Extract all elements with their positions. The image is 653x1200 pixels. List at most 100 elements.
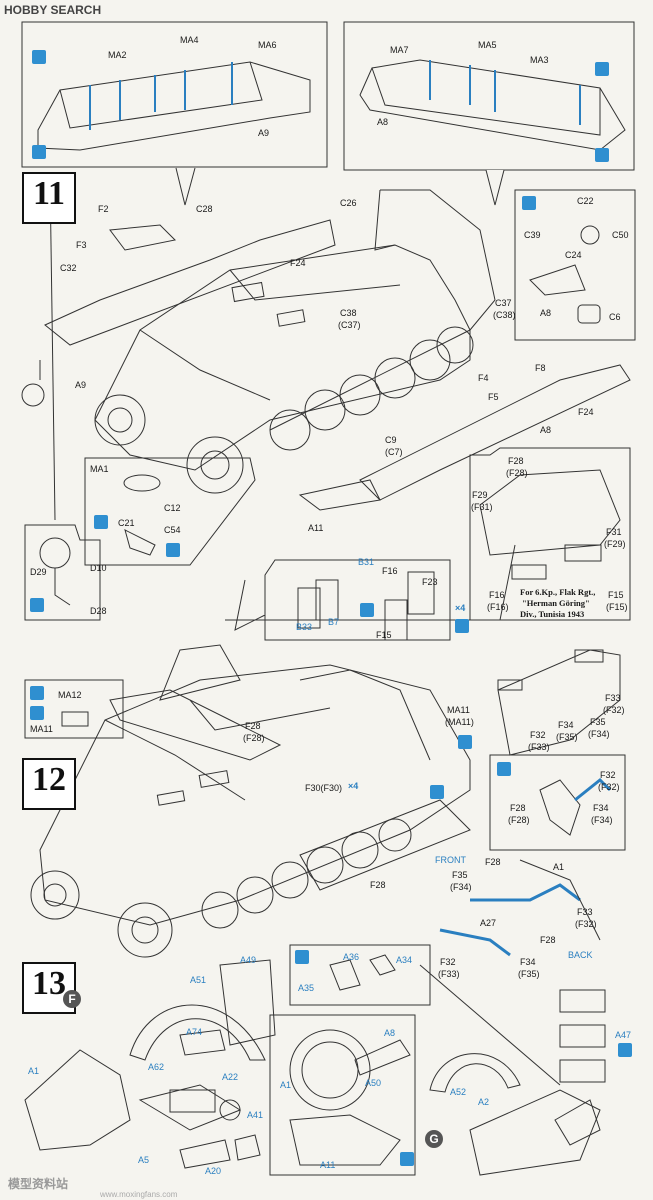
label-f33-front-alt: (F32) — [575, 919, 597, 929]
panel-inset-ma12 — [24, 679, 124, 739]
label-a51: A51 — [190, 975, 207, 985]
label-f31-alt: (F29) — [604, 539, 626, 549]
arrows-top-left — [89, 62, 233, 130]
label-a5: A5 — [138, 1155, 150, 1165]
note-line-3: Div., Tunisia 1943 — [520, 609, 585, 619]
decal-icon — [618, 1043, 632, 1057]
label-a27: A27 — [480, 918, 497, 928]
label-f4: F4 — [478, 373, 489, 383]
label-d10: D10 — [90, 563, 107, 573]
label-ma2: MA2 — [108, 50, 127, 60]
step-number-12: 12 — [22, 758, 76, 810]
label-f16-b: F16 — [382, 566, 398, 576]
marker-g: G — [425, 1130, 443, 1148]
label-ma11-step12: MA11 — [447, 705, 470, 715]
paint-brush-icon — [455, 619, 469, 633]
label-f32-back: F32 — [440, 957, 456, 967]
label-a1-front: A1 — [553, 862, 565, 872]
vehicle-step11 — [94, 189, 496, 494]
label-a52: A52 — [450, 1087, 467, 1097]
label-a41: A41 — [247, 1110, 264, 1120]
hull-side-left — [37, 61, 311, 151]
paint-brush-icon — [595, 148, 609, 162]
label-f34-inset-alt: (F34) — [591, 815, 613, 825]
note-line-1: For 6.Kp., Flak Rgt., — [520, 587, 596, 597]
label-f33-alt: (F32) — [603, 705, 625, 715]
glue-drop-icon — [458, 735, 472, 749]
label-c37: C37 — [495, 298, 512, 308]
label-f29: F29 — [472, 490, 488, 500]
label-f5: F5 — [488, 392, 499, 402]
label-c37-alt: (C38) — [493, 310, 516, 320]
label-c9-alt: (C7) — [385, 447, 403, 457]
label-a62: A62 — [148, 1062, 165, 1072]
label-f32-back-alt: (F33) — [438, 969, 460, 979]
label-f3: F3 — [76, 240, 87, 250]
panel-inset-ma1 — [84, 457, 256, 566]
label-f32-inset: F32 — [600, 770, 616, 780]
label-a20: A20 — [205, 1166, 222, 1176]
panel-inset-f32 — [489, 754, 626, 851]
label-f28-back: F28 — [540, 935, 556, 945]
label-f15: F15 — [608, 590, 624, 600]
toolbox-f2 — [109, 224, 177, 251]
label-f16-alt: (F16) — [487, 602, 509, 612]
label-f28-top: F28 — [508, 456, 524, 466]
label-f28-inset-alt: (F28) — [508, 815, 530, 825]
label-c38-alt: (C37) — [338, 320, 361, 330]
paint-brush-icon — [166, 543, 180, 557]
label-f15-alt: (F15) — [606, 602, 628, 612]
label-f32-alt: (F33) — [528, 742, 550, 752]
glue-drop-icon — [595, 62, 609, 76]
label-a22: A22 — [222, 1072, 239, 1082]
label-f34-back-alt: (F35) — [518, 969, 540, 979]
label-a36: A36 — [343, 952, 360, 962]
label-ma11-step12-alt: (MA11) — [445, 717, 474, 727]
panel-top-left — [21, 21, 328, 168]
label-ma6: MA6 — [258, 40, 277, 50]
label-c38: C38 — [340, 308, 357, 318]
label-a11-step13: A11 — [320, 1160, 336, 1170]
label-a8-step11: A8 — [540, 425, 552, 435]
label-a8-step13: A8 — [384, 1028, 396, 1038]
label-f35-alt: (F34) — [588, 729, 610, 739]
label-a50: A50 — [365, 1078, 382, 1088]
label-f34-alt: (F35) — [556, 732, 578, 742]
label-f28-top-alt: (F28) — [506, 468, 528, 478]
panel-step13-center — [269, 1014, 416, 1176]
label-d29: D29 — [30, 567, 47, 577]
label-f28-front: F28 — [485, 857, 501, 867]
watermark-url: www.moxingfans.com — [100, 1190, 178, 1199]
label-f33: F33 — [605, 693, 621, 703]
towing-cable-front — [470, 883, 581, 902]
label-c6: C6 — [609, 312, 621, 322]
arrows-top-right — [429, 60, 581, 125]
label-c12: C12 — [164, 503, 181, 513]
label-a9: A9 — [258, 128, 270, 138]
hobbysearch-logo: HOBBY SEARCH — [4, 3, 102, 17]
label-f29-alt: (F31) — [471, 502, 493, 512]
step13-parts — [24, 959, 606, 1176]
paint-brush-icon — [497, 762, 511, 776]
hull-side-right — [359, 59, 626, 151]
label-a8: A8 — [377, 117, 389, 127]
label-ma3: MA3 — [530, 55, 549, 65]
label-a11: A11 — [308, 523, 324, 533]
label-c32: C32 — [60, 263, 77, 273]
label-c9: C9 — [385, 435, 397, 445]
label-a49: A49 — [240, 955, 257, 965]
fender-left — [44, 219, 336, 346]
label-f23: F23 — [422, 577, 438, 587]
label-f30: F30(F30) — [305, 783, 343, 793]
label-f35-front-alt: (F34) — [450, 882, 472, 892]
label-ma7: MA7 — [390, 45, 409, 55]
label-ma1: MA1 — [90, 464, 109, 474]
label-f15-b: F15 — [376, 630, 392, 640]
watermark-bottom: 模型资料站 — [8, 1177, 69, 1191]
paint-brush-icon — [522, 196, 536, 210]
paint-brush-icon — [32, 145, 46, 159]
label-d28: D28 — [90, 606, 107, 616]
label-x4-b: ×4 — [455, 603, 466, 613]
label-ma11: MA11 — [30, 724, 53, 734]
label-f32: F32 — [530, 730, 546, 740]
